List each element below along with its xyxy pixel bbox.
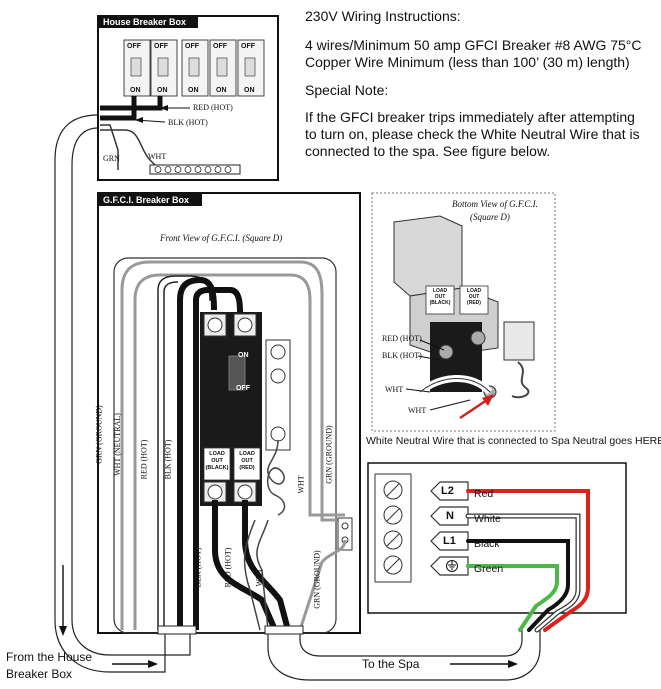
inset-load-out-black-label: LOAD OUT (BLACK)	[427, 288, 453, 306]
load-label-line: OUT	[468, 294, 480, 300]
instructions-line1: 4 wires/Minimum 50 amp GFCI Breaker #8 A…	[305, 37, 642, 53]
note-line1: If the GFCI breaker trips immediately af…	[305, 109, 635, 125]
load-label-line: OUT	[211, 458, 223, 464]
house-wht-label: WHT	[148, 152, 167, 161]
load-label-line: LOAD	[239, 451, 255, 457]
house-red-hot-label: RED (HOT)	[193, 103, 233, 112]
house-grn-label: GRN	[103, 154, 120, 163]
arrow-right-icon	[112, 660, 158, 668]
instructions-line2: Copper Wire Minimum (less than 100’ (30 …	[305, 54, 630, 70]
inset-wht-label-2: WHT	[408, 406, 427, 415]
wire-black	[466, 539, 570, 632]
wire-green-label: Green	[474, 563, 504, 575]
wire-red	[466, 489, 590, 632]
to-spa-label: To the Spa	[362, 657, 420, 671]
gfci-on-label: ON	[238, 352, 249, 359]
wire-label-red-hot: RED (HOT)	[139, 439, 149, 480]
breaker-on-label: ON	[130, 87, 141, 94]
from-house-label-2: Breaker Box	[6, 667, 73, 681]
breaker-off-label: OFF	[154, 43, 168, 50]
wire-white-label: White	[474, 513, 501, 525]
wire-label-wht: WHT	[296, 475, 306, 494]
inset-red-hot-label: RED (HOT)	[382, 334, 422, 343]
load-label-line: (BLACK)	[429, 300, 451, 306]
arrow-right-icon	[450, 660, 518, 668]
front-view-label: Front View of G.F.C.I. (Square D)	[160, 233, 283, 243]
spa-terminal-box	[367, 462, 627, 633]
terminal-l2-label: L2	[441, 485, 454, 497]
house-blk-hot-label: BLK (HOT)	[168, 118, 208, 127]
conduit-gfci-to-spa	[267, 625, 541, 681]
wire-green	[466, 564, 559, 632]
gfci-box-title: G.F.C.I. Breaker Box	[103, 195, 190, 205]
breaker-on-label: ON	[244, 87, 255, 94]
load-label-line: (RED)	[239, 465, 255, 471]
load-label-line: (RED)	[467, 300, 481, 306]
conduit-house-to-gfci	[54, 114, 191, 673]
breaker-off-label: OFF	[127, 43, 141, 50]
wire-label-grn-ground-right: GRN (GROUND)	[324, 425, 334, 484]
house-box-title: House Breaker Box	[103, 17, 187, 27]
bottom-view-inset	[371, 192, 556, 432]
breaker-on-label: ON	[216, 87, 227, 94]
load-label-line: LOAD	[432, 288, 448, 294]
arrow-down-icon	[59, 565, 67, 636]
gfci-breaker-box	[97, 192, 361, 635]
from-house-label-1: From the House	[6, 650, 93, 664]
terminal-n-label: N	[446, 510, 454, 522]
breaker-on-label: ON	[157, 87, 168, 94]
wire-label-blk-hot-bottom: BLK (HOT)	[193, 547, 203, 588]
wire-label-red-hot-bottom: RED (HOT)	[223, 547, 233, 588]
wire-black-label: Black	[474, 538, 500, 550]
inset-wht-label-1: WHT	[385, 385, 404, 394]
note-line3: connected to the spa. See figure below.	[305, 143, 551, 159]
load-out-black-label: LOAD OUT (BLACK)	[204, 451, 230, 472]
bottom-view-subtitle: (Square D)	[470, 212, 510, 222]
instructions-title: 230V Wiring Instructions:	[305, 8, 461, 24]
inset-load-out-red-label: LOAD OUT (RED)	[461, 288, 487, 306]
wire-label-grn-ground-bottom: GRN (GROUND)	[312, 550, 322, 609]
inset-blk-hot-label: BLK (HOT)	[382, 351, 422, 360]
breaker-off-label: OFF	[241, 43, 255, 50]
wire-label-blk-hot: BLK (HOT)	[163, 439, 173, 480]
special-note-label: Special Note:	[305, 82, 389, 98]
breaker-off-label: OFF	[213, 43, 227, 50]
wire-white	[466, 514, 580, 632]
wire-red-label: Red	[474, 488, 494, 500]
load-label-line: (BLACK)	[205, 465, 229, 471]
load-label-line: OUT	[434, 294, 446, 300]
bottom-view-title: Bottom View of G.F.C.I.	[452, 199, 538, 209]
house-breaker-box	[97, 15, 279, 181]
wire-label-grn-ground-left: GRN (GROUND)	[94, 405, 104, 464]
load-out-red-label: LOAD OUT (RED)	[234, 451, 260, 472]
wire-label-wht-bottom: WHT	[254, 568, 264, 587]
gfci-off-label: OFF	[236, 385, 250, 392]
breaker-off-label: OFF	[185, 43, 199, 50]
load-label-line: LOAD	[466, 288, 482, 294]
breaker-on-label: ON	[188, 87, 199, 94]
inset-caption: White Neutral Wire that is connected to …	[366, 435, 661, 447]
note-line2: to turn on, please check the White Neutr…	[305, 126, 640, 142]
load-label-line: OUT	[241, 458, 253, 464]
terminal-l1-label: L1	[443, 535, 456, 547]
wire-label-wht-neutral: WHT (NEUTRAL)	[112, 413, 122, 476]
load-label-line: LOAD	[209, 451, 225, 457]
